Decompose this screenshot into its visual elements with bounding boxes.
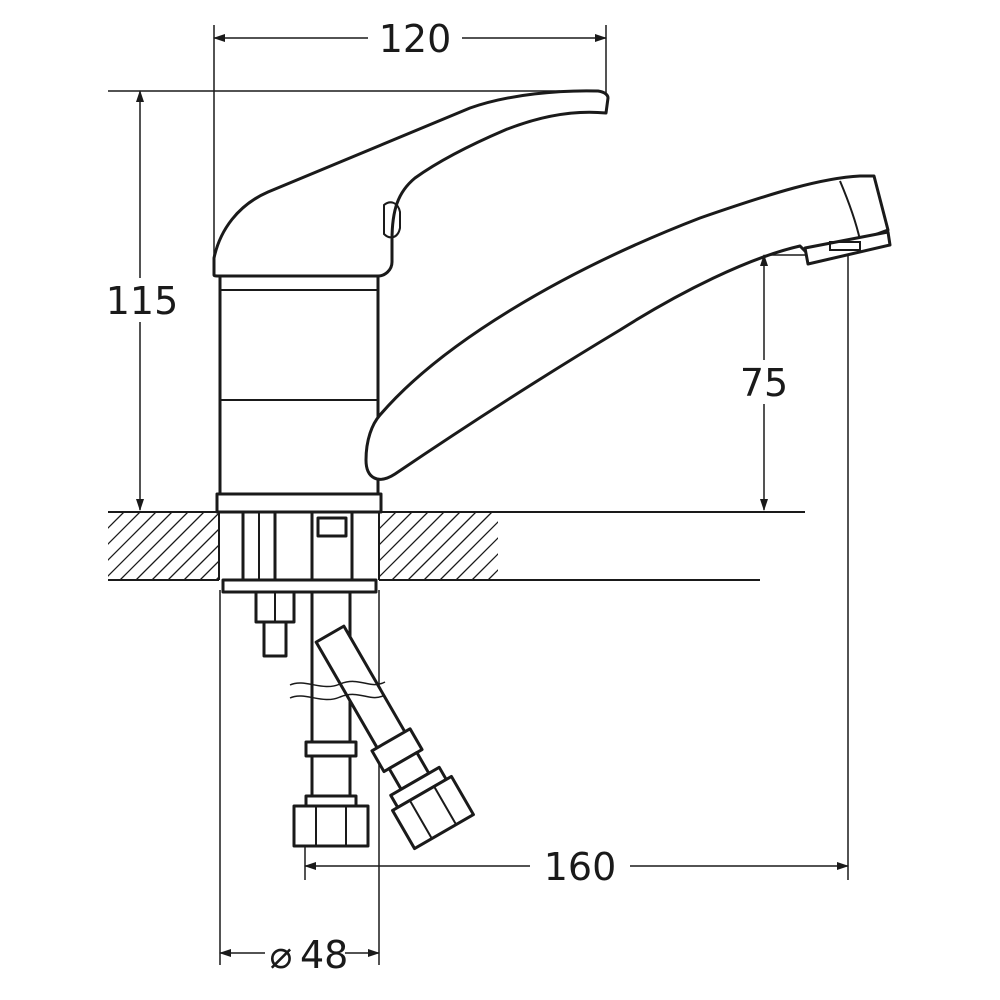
hatch-line [536,512,604,580]
mounting-hardware [221,510,378,658]
hatch-line [108,512,125,529]
hatch-line [407,512,477,580]
hatch-line [471,553,498,580]
hatch-line [375,512,445,580]
hatch-line [423,512,493,580]
hatch-line [108,512,173,577]
hatch-line [552,512,620,580]
hatch-line [108,512,141,545]
spout [364,174,892,481]
handle-pivot-cap-icon [383,201,401,239]
aerator-tip [829,241,861,251]
hatch-line [391,512,461,580]
hatch-line [119,512,189,580]
handle-lever [212,89,610,278]
hatch-line [439,521,498,580]
countertop [108,510,805,582]
dim-label-spout-reach: 160 [544,845,617,889]
hatch-line [135,512,205,580]
mounting-stud [262,620,288,658]
hose-nut-angled [391,774,475,851]
dim-label-total-height: 115 [106,279,179,323]
tap-body [215,274,383,514]
hatch-line [520,512,588,580]
hatch-line [108,512,157,561]
hatch-line [487,569,498,580]
flexible-hoses [289,590,475,851]
dim-label-body-diameter: 48 [300,933,348,977]
hatch-line [455,537,498,580]
dimension-lines [136,34,849,957]
hatch-line [108,512,109,513]
hatch-line [151,512,221,580]
spout-nozzle-edge [839,180,861,241]
diameter-symbol-icon: ⌀ [270,933,293,977]
dim-label-spout-clearance: 75 [740,361,788,405]
break-mark-icon [289,680,386,688]
aerator [803,230,892,266]
hatch-line [504,512,572,580]
hose-nut-straight [292,804,370,848]
dim-label-handle-reach: 120 [379,17,452,61]
